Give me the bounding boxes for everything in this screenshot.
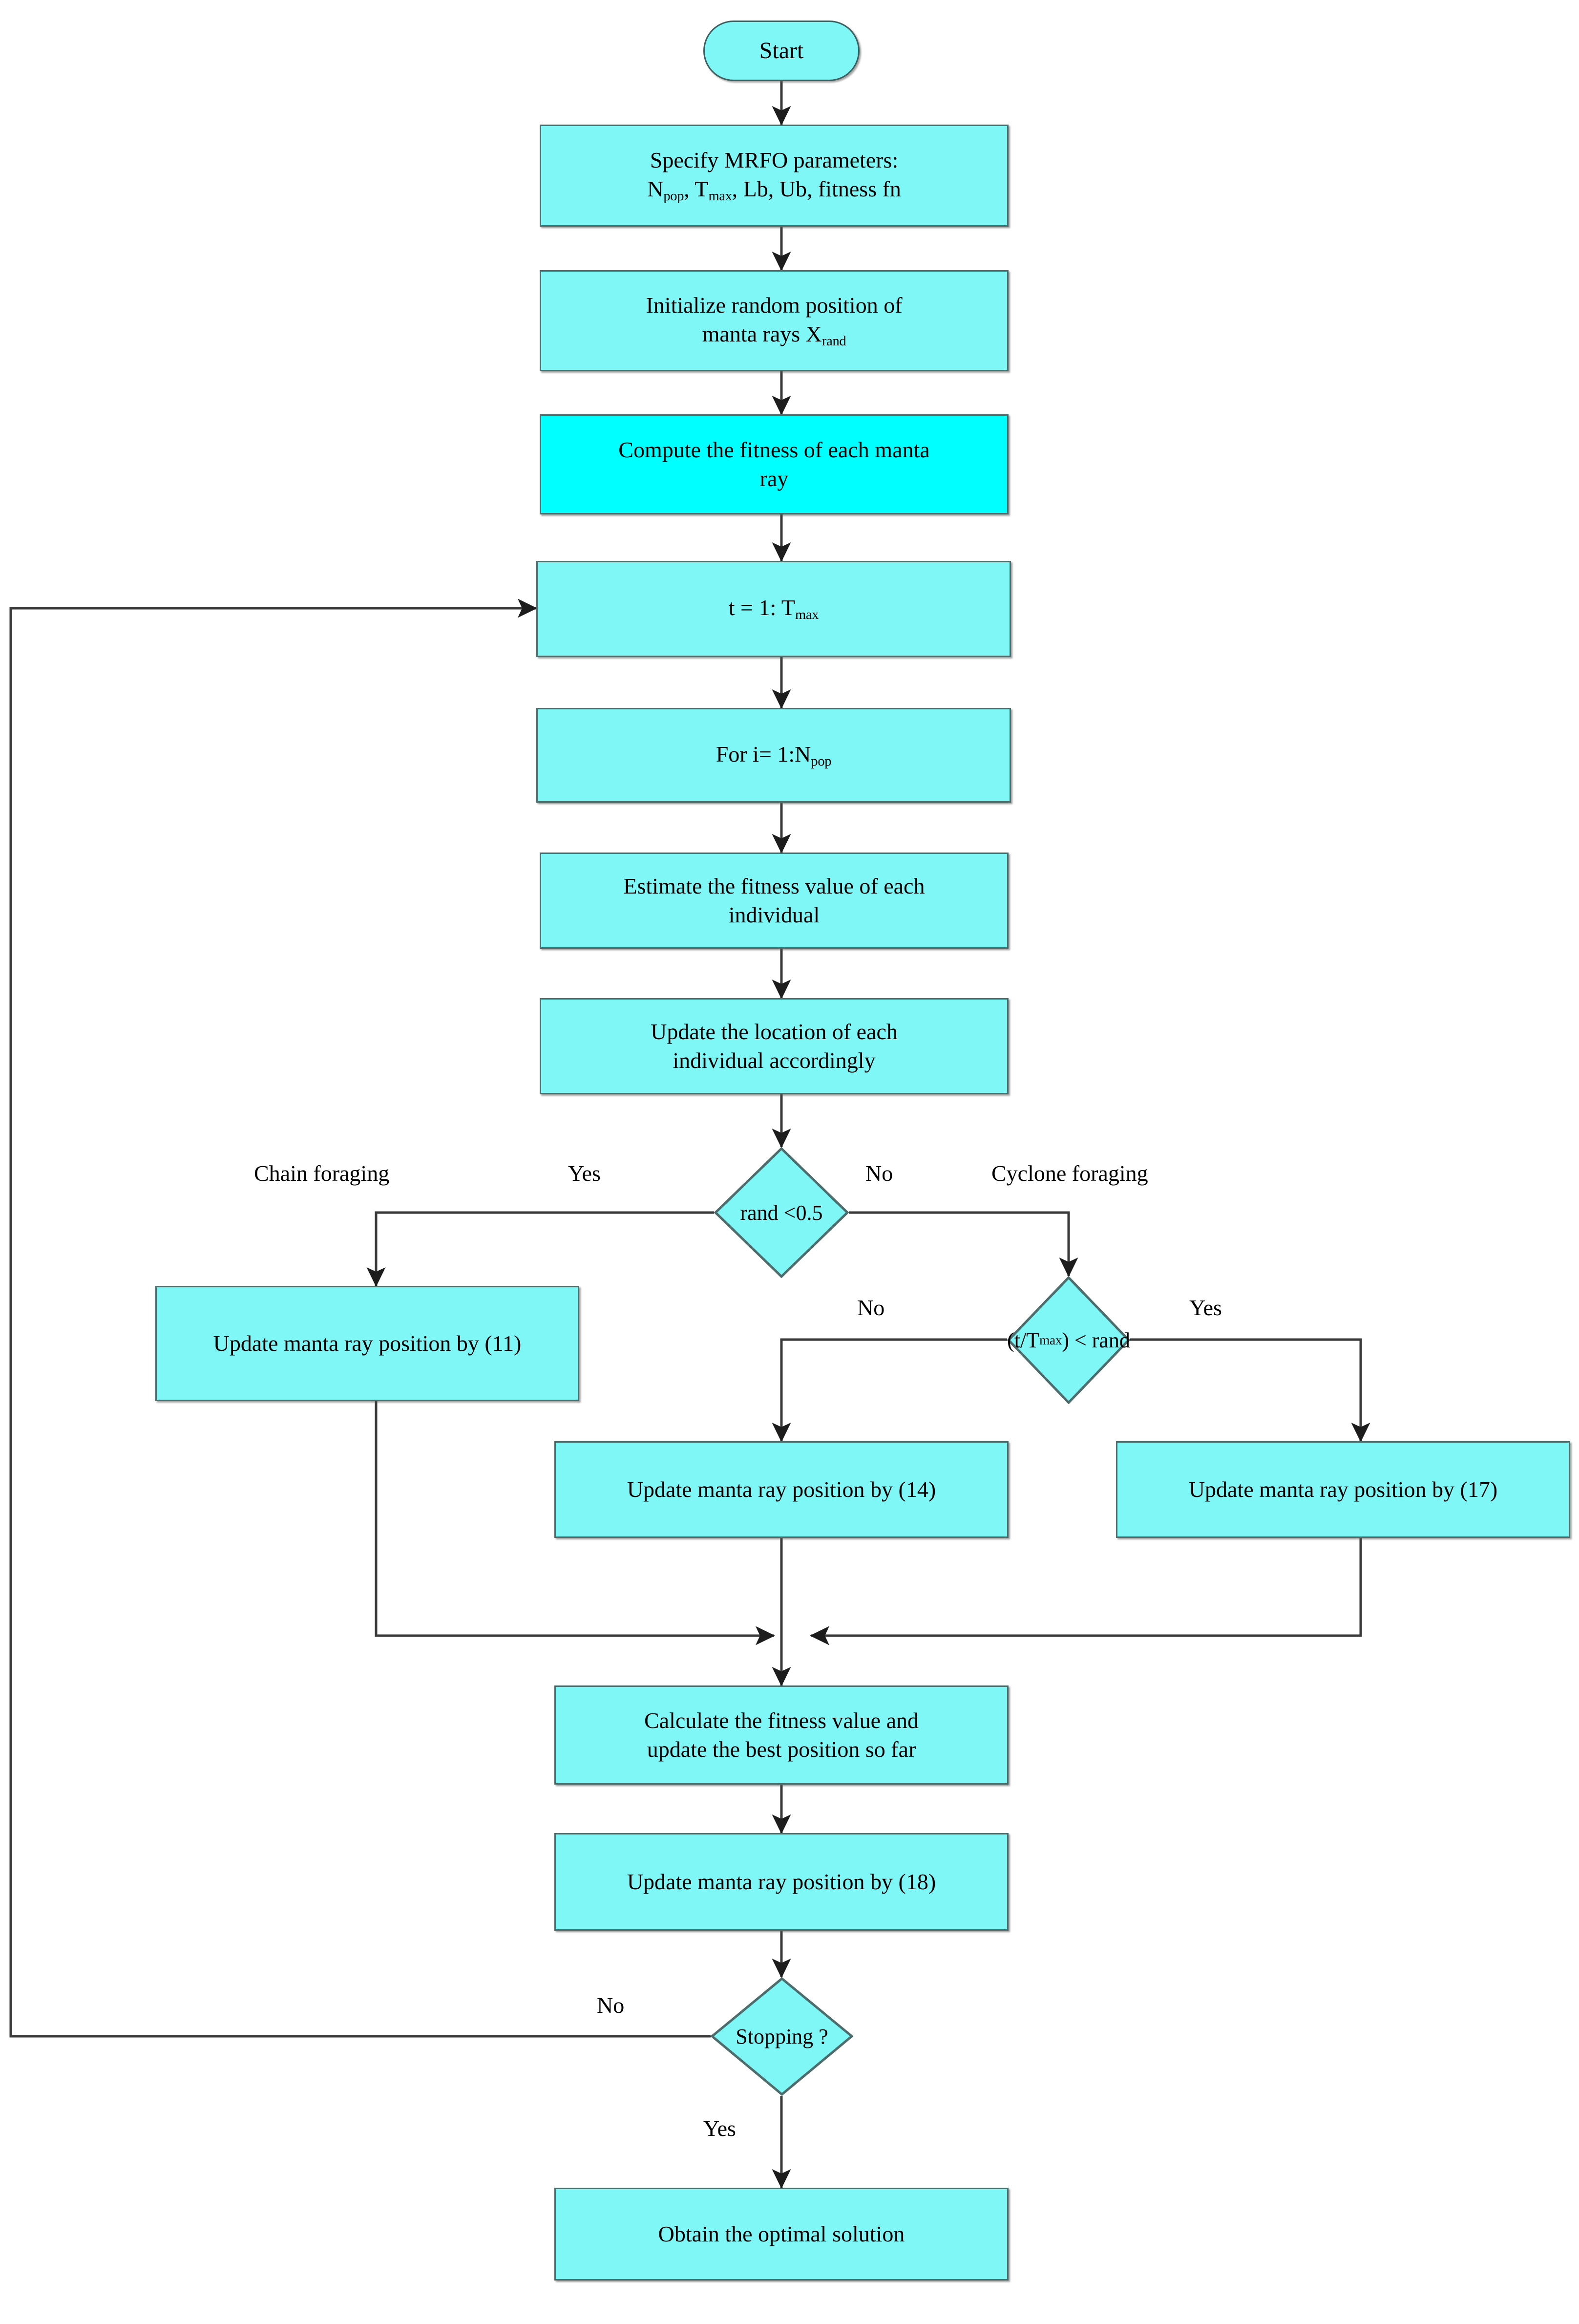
estimate-line1: Estimate the fitness value of each <box>623 873 925 898</box>
ttmax-pre: (t/T <box>1007 1328 1040 1352</box>
edge-label-chain-foraging: Chain foraging <box>254 1161 390 1186</box>
rand-decision-label: rand <0.5 <box>740 1200 823 1225</box>
update-18-label: Update manta ray position by (18) <box>627 1869 936 1894</box>
edge-label-cyclone-foraging: Cyclone foraging <box>991 1161 1148 1186</box>
node-update-location[interactable]: Update the location of each individual a… <box>540 998 1009 1094</box>
init-line2: manta rays Xrand <box>646 320 902 350</box>
ttmax-sub: max <box>1039 1332 1062 1347</box>
np-mid: , T <box>684 176 709 201</box>
node-start-label: Start <box>759 38 804 64</box>
update-11-label: Update manta ray position by (11) <box>213 1330 522 1356</box>
node-estimate-fitness[interactable]: Estimate the fitness value of each indiv… <box>540 853 1009 949</box>
calc-line1: Calculate the fitness value and <box>644 1707 919 1733</box>
estimate-line2: individual <box>728 902 820 927</box>
outer-loop-label: t = 1: Tmax <box>729 594 819 624</box>
compute-line2: ray <box>759 466 789 491</box>
ttmax-post: ) < rand <box>1062 1328 1130 1352</box>
outer-pre: t = 1: T <box>728 595 796 620</box>
node-outer-loop[interactable]: t = 1: Tmax <box>536 561 1011 657</box>
inner-pre: For i= 1:N <box>716 741 811 767</box>
node-update-18[interactable]: Update manta ray position by (18) <box>554 1833 1009 1931</box>
node-update-11[interactable]: Update manta ray position by (11) <box>155 1286 579 1401</box>
stopping-decision-label: Stopping ? <box>736 2025 828 2048</box>
rand-diamond-shape <box>714 1147 849 1278</box>
node-initialize-position[interactable]: Initialize random position of manta rays… <box>540 270 1009 371</box>
calc-line2: update the best position so far <box>647 1736 916 1762</box>
obtain-solution-label: Obtain the optimal solution <box>658 2221 905 2246</box>
update-loc-line2: individual accordingly <box>673 1047 876 1073</box>
compute-line1: Compute the fitness of each manta <box>618 437 930 462</box>
np-post: , Lb, Ub, fitness fn <box>732 176 901 201</box>
node-specify-parameters[interactable]: Specify MRFO parameters: Npop, Tmax, Lb,… <box>540 125 1009 227</box>
stopping-diamond-shape <box>711 1977 853 2096</box>
edge-label-rand-no: No <box>865 1161 893 1186</box>
outer-sub: max <box>795 607 819 623</box>
node-rand-decision[interactable]: rand <0.5 <box>714 1147 849 1278</box>
node-update-17[interactable]: Update manta ray position by (17) <box>1116 1441 1570 1538</box>
init-line1: Initialize random position of <box>646 292 903 318</box>
node-compute-fitness[interactable]: Compute the fitness of each manta ray <box>540 414 1009 514</box>
node-obtain-solution[interactable]: Obtain the optimal solution <box>554 2188 1009 2281</box>
np-sub2: max <box>708 188 732 204</box>
update-17-label: Update manta ray position by (17) <box>1188 1476 1498 1502</box>
edge-label-stopping-no: No <box>597 1993 625 2018</box>
update-loc-line1: Update the location of each <box>651 1019 898 1044</box>
node-stopping-decision[interactable]: Stopping ? <box>711 1977 853 2096</box>
inner-loop-label: For i= 1:Npop <box>716 740 832 770</box>
node-update-14[interactable]: Update manta ray position by (14) <box>554 1441 1009 1538</box>
specify-line1: Specify MRFO parameters: <box>650 147 899 172</box>
init-sub: rand <box>821 333 846 349</box>
specify-line2: Npop, Tmax, Lb, Ub, fitness fn <box>647 175 901 205</box>
node-calculate-best[interactable]: Calculate the fitness value and update t… <box>554 1685 1009 1785</box>
edge-label-ttmax-yes: Yes <box>1189 1295 1222 1320</box>
update-14-label: Update manta ray position by (14) <box>627 1476 936 1502</box>
edge-label-stopping-yes: Yes <box>703 2116 736 2141</box>
node-start[interactable]: Start <box>703 21 860 81</box>
node-inner-loop[interactable]: For i= 1:Npop <box>536 708 1011 803</box>
edge-label-rand-yes: Yes <box>568 1161 601 1186</box>
ttmax-diamond-shape <box>1007 1276 1130 1404</box>
np-pre: N <box>647 176 664 201</box>
edge-label-ttmax-no: No <box>857 1295 885 1320</box>
np-sub1: pop <box>663 188 684 204</box>
inner-sub: pop <box>811 753 832 769</box>
init-pre: manta rays X <box>702 321 822 346</box>
